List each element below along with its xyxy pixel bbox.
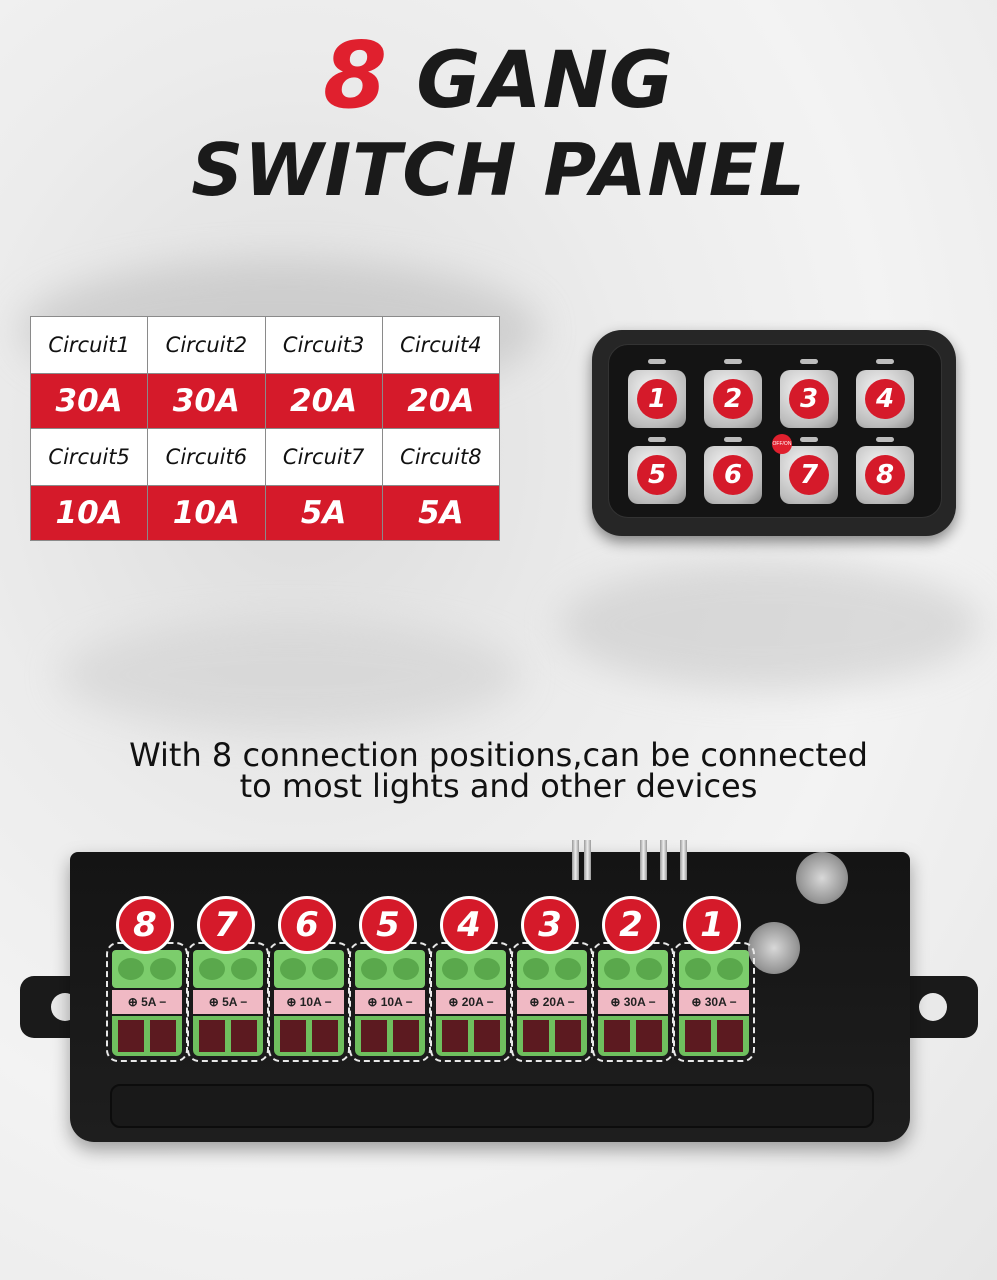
circuit-label: Circuit4	[381, 316, 501, 374]
circuit-label: Circuit3	[264, 316, 383, 374]
background-brush	[560, 560, 980, 690]
page-title-line1: 8 GANG	[0, 22, 997, 129]
mounting-hole	[919, 993, 947, 1021]
terminal-rating: ⊕ 30A −	[598, 990, 668, 1014]
indicator-led	[724, 437, 742, 442]
title-word: GANG	[416, 36, 674, 126]
circuit-amp-row: 10A 10A 5A 5A	[29, 485, 501, 541]
terminal-number-badge: 7	[197, 896, 255, 954]
switch-button-6[interactable]: 6	[704, 446, 762, 504]
terminal-rating: ⊕ 20A −	[517, 990, 587, 1014]
circuit-label-row: Circuit5 Circuit6 Circuit7 Circuit8	[29, 428, 501, 486]
terminal-block-7[interactable]: ⊕ 5A −	[187, 942, 269, 1062]
circuit-amps: 5A	[264, 485, 383, 541]
circuit-label: Circuit1	[29, 316, 149, 374]
indicator-led	[876, 437, 894, 442]
circuit-amps: 20A	[381, 373, 501, 429]
terminal-rating: ⊕ 10A −	[274, 990, 344, 1014]
terminal-rating: ⊕ 20A −	[436, 990, 506, 1014]
connector-pin	[572, 840, 579, 880]
switch-number: 8	[865, 455, 905, 495]
terminal-rating: ⊕ 5A −	[112, 990, 182, 1014]
terminal-block-1[interactable]: ⊕ 30A −	[673, 942, 755, 1062]
terminal-block-8[interactable]: ⊕ 5A −	[106, 942, 188, 1062]
circuit-label: Circuit2	[147, 316, 266, 374]
page-title-line2: SWITCH PANEL	[191, 128, 806, 212]
connector-pin	[660, 840, 667, 880]
terminal-rating: ⊕ 30A −	[679, 990, 749, 1014]
terminal-number-badge: 2	[602, 896, 660, 954]
title-number: 8	[323, 22, 389, 129]
circuit-label: Circuit8	[381, 428, 501, 486]
background-brush	[60, 620, 520, 730]
terminal-block-6[interactable]: ⊕ 10A −	[268, 942, 350, 1062]
indicator-led	[724, 359, 742, 364]
switch-number: 5	[637, 455, 677, 495]
circuit-amps: 30A	[147, 373, 266, 429]
terminal-block-5[interactable]: ⊕ 10A −	[349, 942, 431, 1062]
switch-button-4[interactable]: 4	[856, 370, 914, 428]
terminal-rating: ⊕ 10A −	[355, 990, 425, 1014]
indicator-led	[800, 437, 818, 442]
indicator-led	[800, 359, 818, 364]
terminal-number-badge: 4	[440, 896, 498, 954]
indicator-led	[648, 437, 666, 442]
terminal-number-badge: 8	[116, 896, 174, 954]
circuit-label: Circuit5	[29, 428, 149, 486]
circuit-amps: 10A	[29, 485, 149, 541]
switch-button-5[interactable]: 5	[628, 446, 686, 504]
caption-line1: With 8 connection positions,can be conne…	[129, 736, 868, 774]
connector-pin	[680, 840, 687, 880]
switch-number: 4	[865, 379, 905, 419]
switch-button-2[interactable]: 2	[704, 370, 762, 428]
power-button[interactable]: OFF/ON	[772, 434, 792, 454]
circuit-label: Circuit6	[147, 428, 266, 486]
terminal-rating: ⊕ 5A −	[193, 990, 263, 1014]
indicator-led	[876, 359, 894, 364]
switch-button-7[interactable]: 7	[780, 446, 838, 504]
ground-bolt-icon	[748, 922, 800, 974]
switch-number: 3	[789, 379, 829, 419]
circuit-amp-row: 30A 30A 20A 20A	[29, 373, 501, 429]
circuit-amps: 20A	[264, 373, 383, 429]
switch-button-8[interactable]: 8	[856, 446, 914, 504]
switch-number: 2	[713, 379, 753, 419]
circuit-label-row: Circuit1 Circuit2 Circuit3 Circuit4	[29, 316, 501, 374]
terminal-number-badge: 5	[359, 896, 417, 954]
connector-pin	[640, 840, 647, 880]
terminal-number-badge: 1	[683, 896, 741, 954]
circuit-amps: 5A	[381, 485, 501, 541]
switch-panel-image: 1 2 3 4 5 6 7 8 OFF/ON	[592, 330, 956, 536]
terminal-number-badge: 6	[278, 896, 336, 954]
caption-line2: to most lights and other devices	[239, 767, 758, 805]
connector-pin	[584, 840, 591, 880]
switch-number: 7	[789, 455, 829, 495]
terminal-block-2[interactable]: ⊕ 30A −	[592, 942, 674, 1062]
terminal-block-4[interactable]: ⊕ 20A −	[430, 942, 512, 1062]
terminal-block-3[interactable]: ⊕ 20A −	[511, 942, 593, 1062]
indicator-led	[648, 359, 666, 364]
switch-panel-face: 1 2 3 4 5 6 7 8 OFF/ON	[608, 344, 942, 518]
power-bolt-icon	[796, 852, 848, 904]
switch-button-1[interactable]: 1	[628, 370, 686, 428]
circuit-label: Circuit7	[264, 428, 383, 486]
switch-number: 1	[637, 379, 677, 419]
circuit-amps: 10A	[147, 485, 266, 541]
switch-button-3[interactable]: 3	[780, 370, 838, 428]
circuit-amps: 30A	[29, 373, 149, 429]
switch-number: 6	[713, 455, 753, 495]
terminal-number-badge: 3	[521, 896, 579, 954]
circuit-rating-table: Circuit1 Circuit2 Circuit3 Circuit4 30A …	[29, 316, 501, 541]
fuse-box-tray	[110, 1084, 874, 1128]
